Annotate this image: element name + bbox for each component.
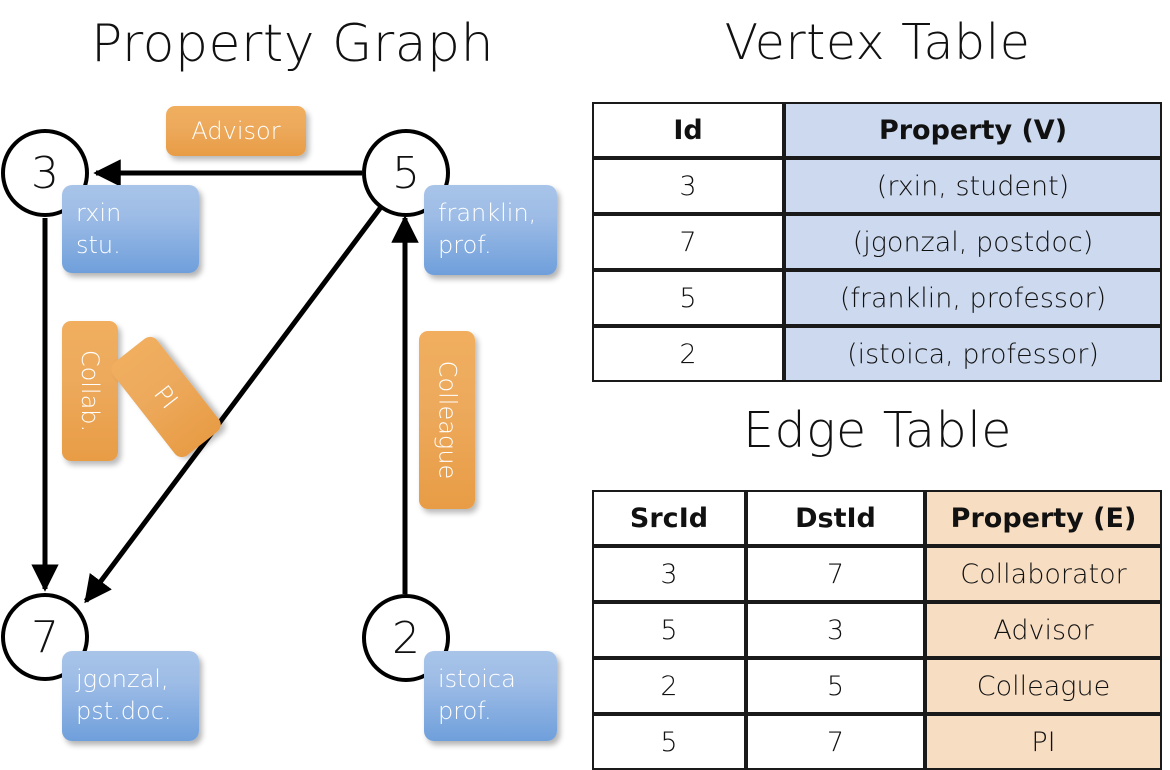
graph-node-5-label: 5	[392, 147, 420, 199]
edge-table-cell-dstid: 5	[746, 658, 925, 714]
vertex-property-box-5-line1: franklin,	[438, 199, 537, 227]
table-row: 3 (rxin, student)	[592, 158, 1162, 214]
edge-table-cell-property: Advisor	[925, 602, 1162, 658]
edge-label-colleague-text: Colleague	[433, 360, 462, 480]
edge-table-cell-srcid: 3	[592, 546, 746, 602]
vertex-property-box-2: istoica prof.	[424, 651, 557, 741]
edge-label-colleague: Colleague	[419, 331, 475, 509]
graph-node-7-label: 7	[31, 611, 59, 663]
edge-table-header-property: Property (E)	[925, 490, 1162, 546]
vertex-table-cell-id: 5	[592, 270, 784, 326]
vertex-table-cell-id: 7	[592, 214, 784, 270]
table-row: 2 5 Colleague	[592, 658, 1162, 714]
table-row: 5 7 PI	[592, 714, 1162, 770]
property-graph-diagram: 3 5 7 2 rxin stu. franklin, prof. jgonza…	[0, 0, 585, 760]
vertex-table-cell-property: (rxin, student)	[784, 158, 1162, 214]
graph-node-5[interactable]: 5	[362, 129, 450, 217]
edge-table-header-row: SrcId DstId Property (E)	[592, 490, 1162, 546]
vertex-property-box-7-line2: pst.doc.	[76, 697, 172, 726]
table-row: 5 3 Advisor	[592, 602, 1162, 658]
edge-line-pi	[83, 205, 384, 604]
vertex-table: Id Property (V) 3 (rxin, student) 7 (jgo…	[592, 102, 1162, 382]
edge-table-cell-property: PI	[925, 714, 1162, 770]
graph-node-2-label: 2	[392, 612, 420, 664]
vertex-property-box-3: rxin stu.	[62, 185, 199, 273]
edge-table-cell-srcid: 5	[592, 714, 746, 770]
edge-label-pi-text: PI	[148, 379, 184, 415]
edge-label-collab: Collab.	[62, 321, 118, 461]
table-row: 7 (jgonzal, postdoc)	[592, 214, 1162, 270]
table-row: 3 7 Collaborator	[592, 546, 1162, 602]
vertex-table-cell-property: (jgonzal, postdoc)	[784, 214, 1162, 270]
edge-table-header-dstid: DstId	[746, 490, 925, 546]
edge-table-header-srcid: SrcId	[592, 490, 746, 546]
vertex-property-box-7: jgonzal, pst.doc.	[62, 651, 199, 741]
table-row: 2 (istoica, professor)	[592, 326, 1162, 382]
vertex-table-header-property: Property (V)	[784, 102, 1162, 158]
page-title-edge-table: Edge Table	[743, 402, 1012, 459]
edge-table: SrcId DstId Property (E) 3 7 Collaborato…	[592, 490, 1162, 770]
vertex-table-cell-id: 3	[592, 158, 784, 214]
page-title-vertex-table: Vertex Table	[724, 14, 1031, 71]
vertex-property-box-5: franklin, prof.	[424, 185, 557, 275]
vertex-table-header-row: Id Property (V)	[592, 102, 1162, 158]
edge-table-cell-srcid: 5	[592, 602, 746, 658]
edge-table-cell-dstid: 7	[746, 546, 925, 602]
vertex-table-cell-property: (istoica, professor)	[784, 326, 1162, 382]
edge-label-advisor: Advisor	[166, 106, 306, 156]
edge-label-collab-text: Collab.	[76, 349, 105, 433]
vertex-table-cell-property: (franklin, professor)	[784, 270, 1162, 326]
vertex-property-box-5-line2: prof.	[438, 231, 492, 260]
edge-table-cell-srcid: 2	[592, 658, 746, 714]
vertex-property-box-2-line2: prof.	[438, 697, 492, 726]
vertex-property-box-3-line1: rxin	[76, 199, 122, 227]
table-row: 5 (franklin, professor)	[592, 270, 1162, 326]
vertex-property-box-2-line1: istoica	[438, 665, 516, 693]
edge-table-cell-property: Collaborator	[925, 546, 1162, 602]
graph-edges-layer	[31, 159, 419, 604]
vertex-table-cell-id: 2	[592, 326, 784, 382]
graph-node-3-label: 3	[31, 147, 59, 199]
graph-node-2[interactable]: 2	[362, 594, 450, 682]
edge-table-cell-property: Colleague	[925, 658, 1162, 714]
edge-table-cell-dstid: 7	[746, 714, 925, 770]
edge-table-cell-dstid: 3	[746, 602, 925, 658]
page-title-property-graph: Property Graph	[90, 14, 495, 74]
vertex-property-box-7-line1: jgonzal,	[76, 665, 169, 693]
edge-label-advisor-text: Advisor	[191, 117, 281, 145]
vertex-property-box-3-line2: stu.	[76, 231, 121, 260]
vertex-table-header-id: Id	[592, 102, 784, 158]
